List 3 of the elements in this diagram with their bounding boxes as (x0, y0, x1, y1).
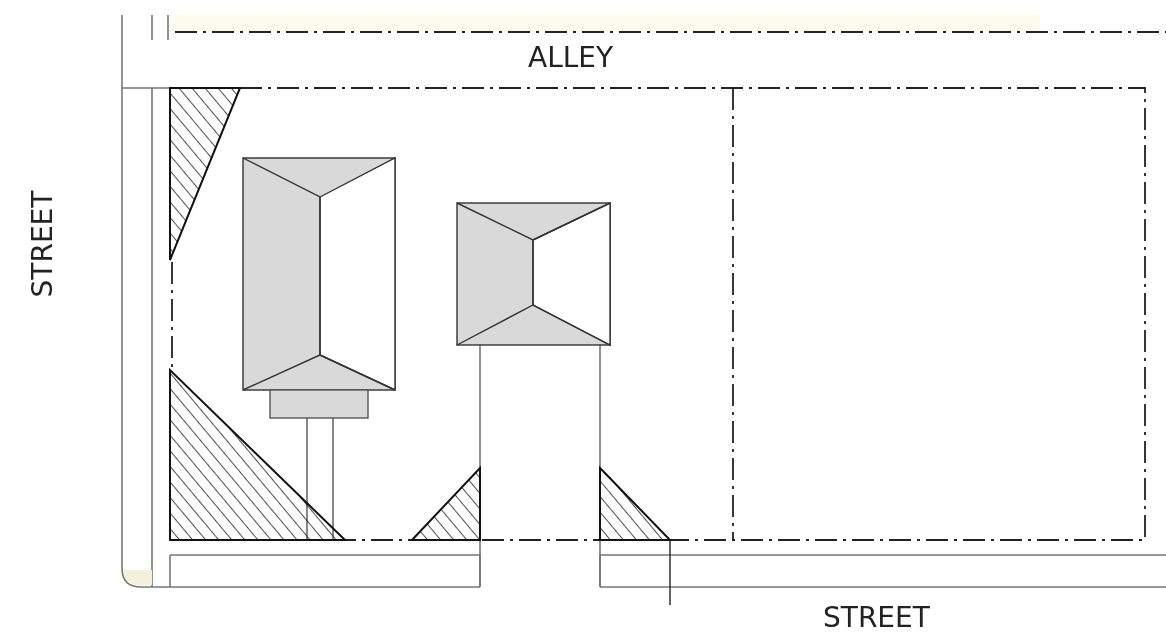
street-label: STREET (823, 604, 930, 632)
street-label: STREET (29, 190, 58, 298)
alley-label: ALLEY (528, 44, 614, 72)
